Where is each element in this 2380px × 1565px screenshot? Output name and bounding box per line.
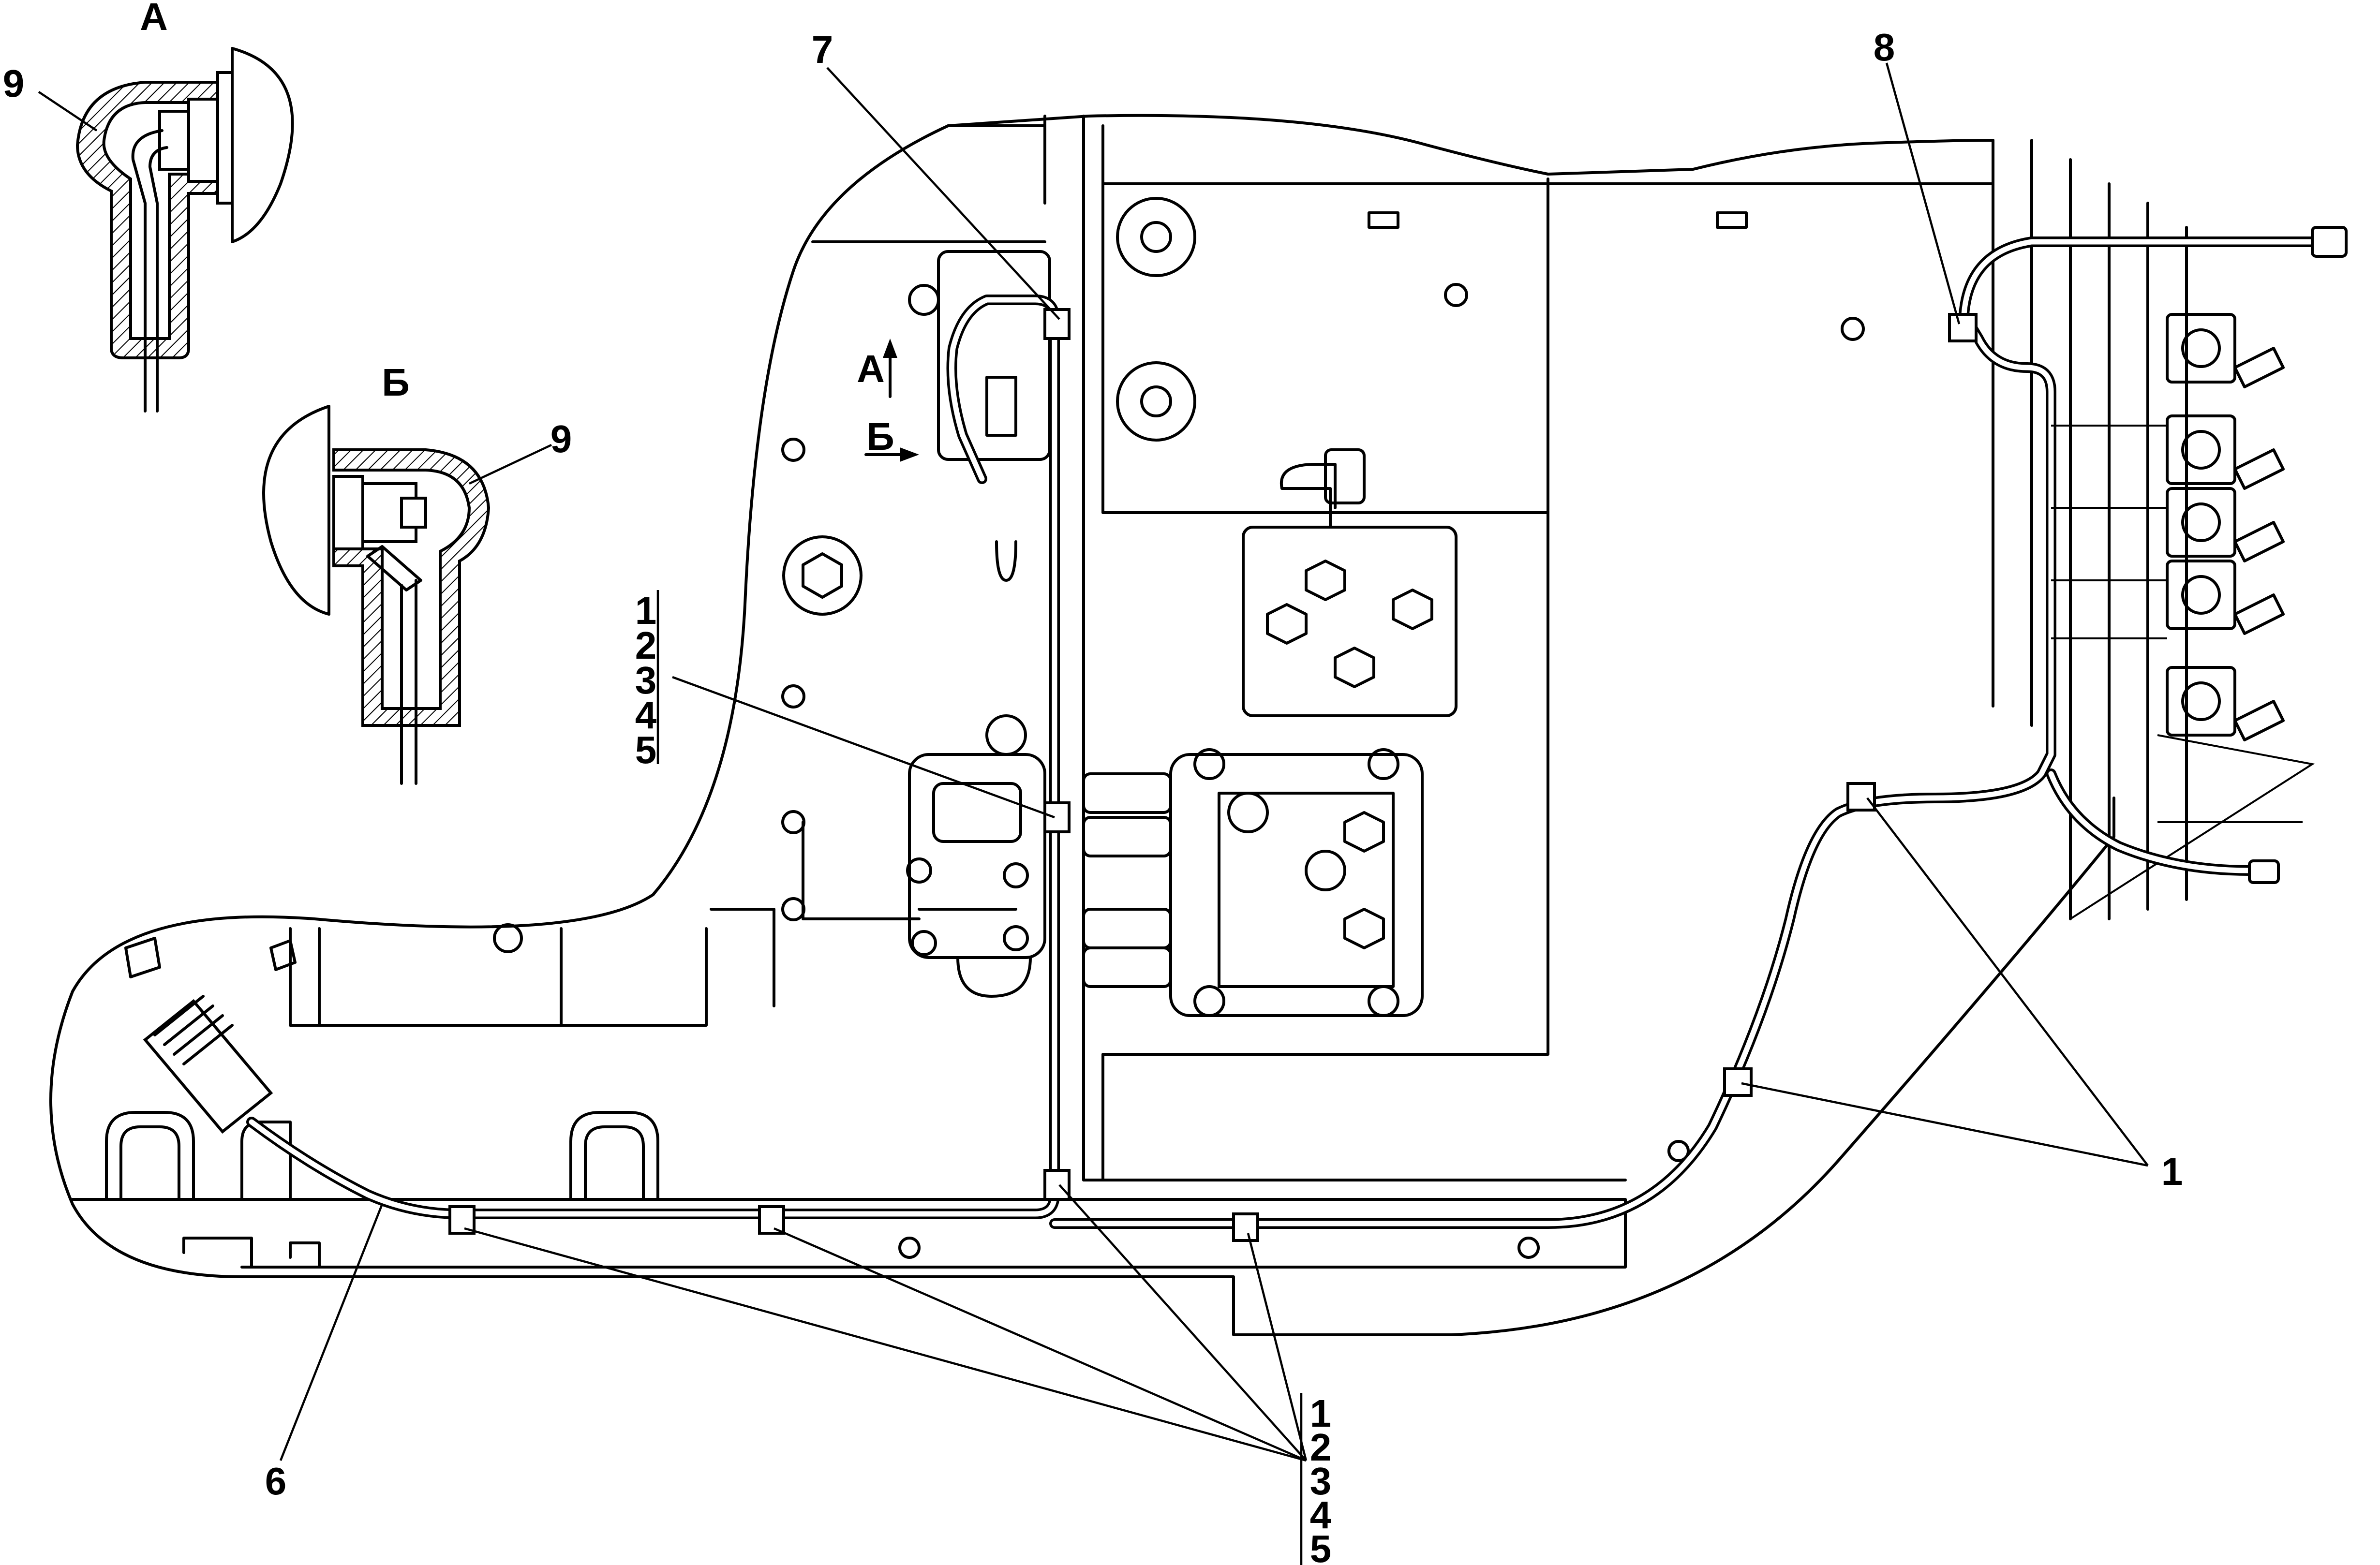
callout-leaders xyxy=(38,62,2149,1565)
solenoid-2 xyxy=(2166,414,2285,490)
group-upper-item: 5 xyxy=(635,728,657,771)
group-upper-item: 2 xyxy=(635,624,657,667)
view-arrows: А Б xyxy=(857,339,919,462)
arrow-a-head xyxy=(883,339,897,358)
view-b-title: Б xyxy=(382,361,410,404)
group-upper-item: 3 xyxy=(635,659,657,702)
solenoid-3 xyxy=(2166,487,2285,562)
callout-9-view-a: 9 xyxy=(3,62,25,105)
callout-9-view-b: 9 xyxy=(550,417,572,460)
machine-outline xyxy=(49,114,2315,1336)
detail-view-b: Б xyxy=(262,361,491,785)
view-a-title: А xyxy=(140,0,168,38)
connector-top-right xyxy=(2311,226,2348,258)
arrow-a-label: А xyxy=(857,347,885,390)
distributor-block xyxy=(1242,448,1458,717)
left-valve xyxy=(906,714,1046,998)
callout-8: 8 xyxy=(1874,26,1895,69)
connector-bottom-right xyxy=(2248,859,2280,884)
round-connector-left xyxy=(143,995,273,1134)
detail-view-a: А xyxy=(75,0,294,413)
arrow-b-head xyxy=(900,447,919,462)
group-lower-item: 1 xyxy=(1310,1392,1332,1435)
callout-7: 7 xyxy=(812,28,833,71)
solenoid-4 xyxy=(2166,560,2285,635)
callout-1: 1 xyxy=(2161,1150,2183,1193)
callout-6: 6 xyxy=(265,1460,287,1503)
callout-numbers: 7 8 1 6 9 9 xyxy=(3,26,2183,1503)
group-lower-item: 4 xyxy=(1310,1493,1332,1536)
group-lower-item: 2 xyxy=(1310,1426,1332,1469)
harness-clamps xyxy=(448,308,1978,1242)
solenoid-1 xyxy=(2166,313,2285,388)
pump-assembly xyxy=(1082,748,1424,1017)
solenoid-5 xyxy=(2166,666,2285,741)
group-lower-item: 5 xyxy=(1310,1527,1332,1565)
bolts-left xyxy=(781,438,863,921)
callout-group-lower: 1 2 3 4 5 xyxy=(1310,1392,1332,1565)
group-upper-item: 1 xyxy=(635,589,657,632)
arrow-b-label: Б xyxy=(866,415,894,458)
group-upper-item: 4 xyxy=(635,694,657,737)
solenoid-stack xyxy=(2166,313,2285,741)
callout-group-upper: 1 2 3 4 5 xyxy=(635,589,657,771)
wiring-harness xyxy=(143,226,2348,1242)
group-lower-item: 3 xyxy=(1310,1460,1332,1503)
